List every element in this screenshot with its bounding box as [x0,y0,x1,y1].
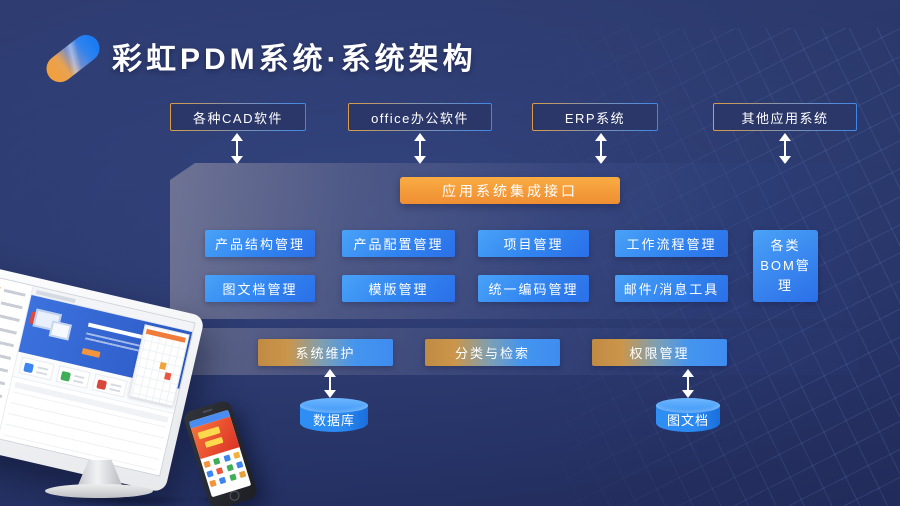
mock-stat-card [18,356,55,381]
integration-interface-label: 应用系统集成接口 [442,182,578,199]
module-document-mgmt: 图文档管理 [205,275,315,302]
service-label: 系统维护 [295,346,356,361]
app-icon [209,479,217,488]
app-icon [223,454,231,463]
app-icon [228,473,237,482]
cylinder-top [300,398,368,413]
external-system-other: 其他应用系统 [713,103,857,131]
external-system-office-label: office办公软件 [349,104,491,130]
calendar-highlight [159,361,167,371]
app-icon [219,476,227,485]
module-label: 统一编码管理 [488,282,579,297]
module-bom-mgmt: 各类BOM管理 [753,230,818,302]
module-bom-label: 各类BOM管理 [760,238,811,293]
cylinder-top [656,398,720,413]
external-system-erp: ERP系统 [532,103,658,131]
app-icon [213,457,221,466]
app-icon [206,470,214,478]
module-product-structure: 产品结构管理 [205,230,315,257]
mock-stat-card [92,373,128,398]
service-label: 权限管理 [629,346,690,361]
page-title: 彩虹PDM系统·系统架构 [112,43,477,76]
external-system-other-label: 其他应用系统 [714,104,856,130]
module-label: 邮件/消息工具 [623,282,720,297]
double-arrow-icon [231,133,243,164]
service-system-maintenance: 系统维护 [258,339,393,366]
module-mail-message-tools: 邮件/消息工具 [615,275,728,302]
module-label: 图文档管理 [222,282,298,297]
phone-screen [188,409,252,498]
brand-logo-icon [40,29,106,88]
app-icon [232,451,241,460]
app-icon [235,461,244,469]
document-store-label: 图文档 [666,413,709,428]
app-icon [238,470,247,479]
module-label: 模版管理 [368,282,429,297]
module-label: 产品配置管理 [353,237,444,252]
database-cylinder-icon: 数据库 [300,398,368,432]
monitor-screen [0,269,196,477]
external-system-office: office办公软件 [348,103,492,131]
app-icon [203,460,212,469]
module-unified-coding: 统一编码管理 [478,275,589,302]
service-label: 分类与检索 [454,346,530,361]
module-product-config: 产品配置管理 [342,230,455,257]
double-arrow-icon [779,133,791,164]
app-icon [216,467,224,475]
module-label: 项目管理 [503,237,564,252]
monitor-stand-base [45,484,153,498]
module-label: 产品结构管理 [214,237,305,252]
service-permission-mgmt: 权限管理 [592,339,727,366]
calendar-highlight [164,372,172,381]
double-arrow-icon [414,133,426,164]
logo-capsule-shape [41,29,105,88]
module-template-mgmt: 模版管理 [342,275,455,302]
module-project-mgmt: 项目管理 [478,230,589,257]
double-arrow-icon [682,369,694,398]
double-arrow-icon [324,369,336,398]
app-icon [226,464,234,472]
module-workflow-mgmt: 工作流程管理 [615,230,728,257]
external-system-cad-label: 各种CAD软件 [171,104,305,130]
external-system-cad: 各种CAD软件 [170,103,306,131]
mock-stat-card [55,365,92,389]
service-classification-search: 分类与检索 [425,339,560,366]
mock-app-main [0,286,195,476]
banner-cta-shape [81,347,101,358]
smartphone-mockup [182,399,259,506]
external-system-erp-label: ERP系统 [533,104,657,130]
database-label: 数据库 [312,413,355,428]
module-label: 工作流程管理 [626,237,717,252]
banner-monitor-shape [48,320,72,341]
document-store-cylinder-icon: 图文档 [656,398,720,432]
integration-interface-button: 应用系统集成接口 [400,177,620,204]
double-arrow-icon [595,133,607,164]
